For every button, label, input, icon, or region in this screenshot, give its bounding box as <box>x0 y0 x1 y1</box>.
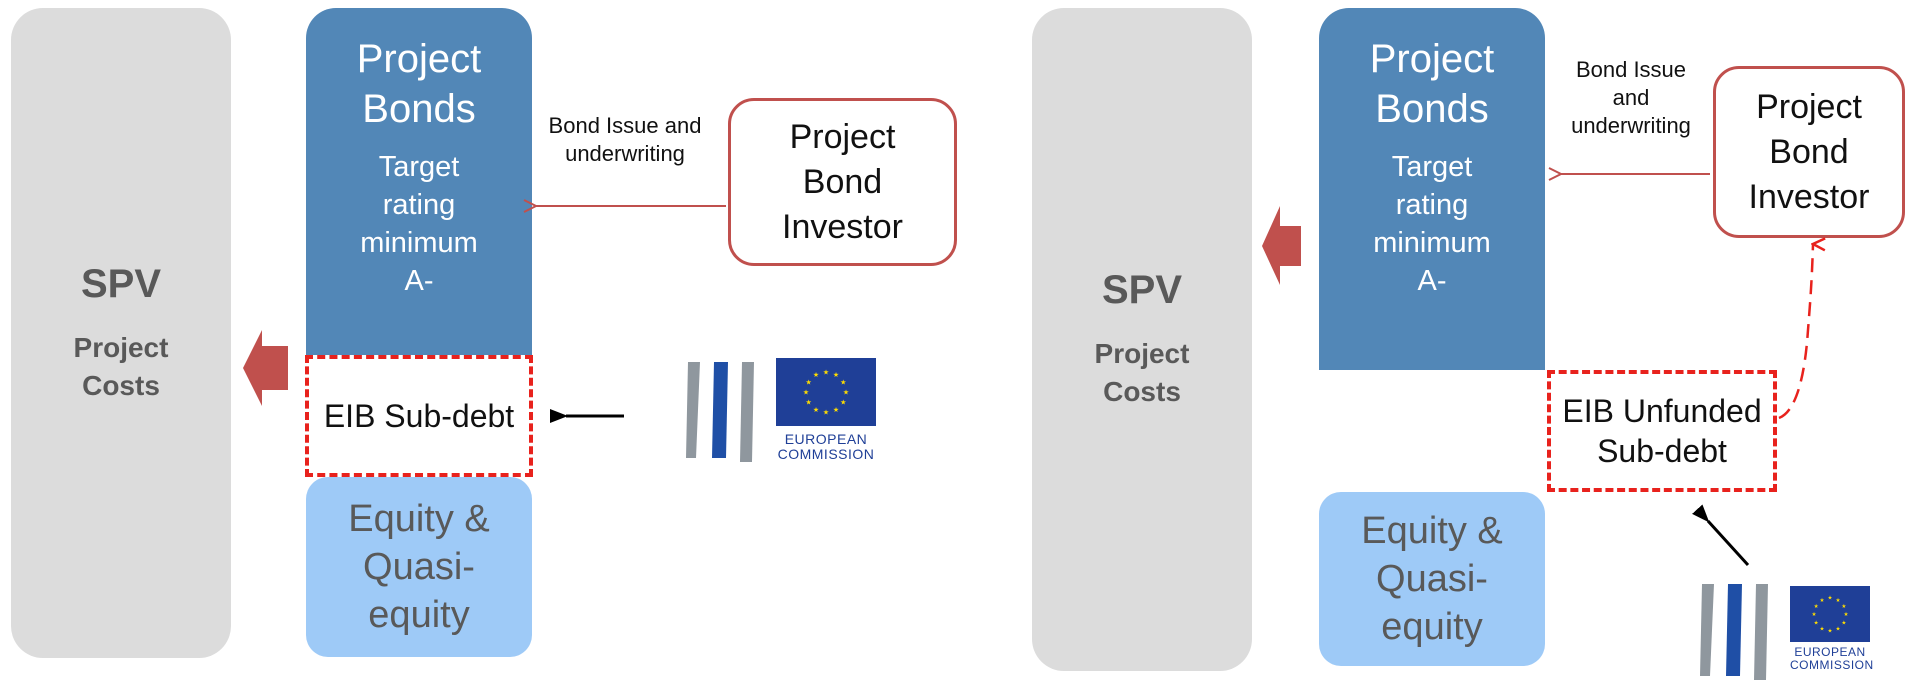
eu-star-icon: ★ <box>823 409 829 417</box>
eib-logo-icon <box>684 358 760 464</box>
project-bonds-title: Project Bonds <box>356 37 482 131</box>
eib-sub-debt-box-left: EIB Sub-debt <box>305 355 533 477</box>
bond-issue-label-right: Bond Issue and underwriting <box>1571 57 1691 138</box>
project-bonds-title: Project Bonds <box>1369 37 1495 131</box>
project-bonds-rating: Target rating minimum A- <box>1373 151 1491 297</box>
investor-label: Project Bond Investor <box>782 117 903 246</box>
eu-star-icon: ★ <box>1835 625 1840 632</box>
eu-star-icon: ★ <box>1841 603 1846 610</box>
unfunded-guarantee-arrow-right <box>1778 244 1813 420</box>
eu-star-icon: ★ <box>840 379 846 387</box>
project-bonds-box-right: Project Bonds Target rating minimum A- <box>1319 8 1545 370</box>
project-bond-investor-box-left: Project Bond Investor <box>728 98 957 266</box>
eib-unfunded-sub-debt-box-right: EIB Unfunded Sub-debt <box>1547 370 1777 492</box>
eu-star-icon: ★ <box>806 399 812 407</box>
eu-star-icon: ★ <box>803 389 809 397</box>
funding-arrow-right <box>1692 504 1750 567</box>
eu-star-icon: ★ <box>1835 597 1840 604</box>
eu-star-icon: ★ <box>843 389 849 397</box>
equity-box-left: Equity & Quasi- equity <box>306 477 532 657</box>
eu-star-icon: ★ <box>1811 611 1816 618</box>
eu-star-icon: ★ <box>813 406 819 414</box>
project-bond-investor-box-right: Project Bond Investor <box>1713 66 1905 238</box>
eu-star-icon: ★ <box>833 371 839 379</box>
eib-logo-icon <box>1698 580 1774 680</box>
eu-star-icon: ★ <box>1814 619 1819 626</box>
spv-box-right: SPV Project Costs <box>1032 8 1252 671</box>
european-commission-logo-left: ★★★★★★★★★★★★ EUROPEAN COMMISSION <box>776 358 876 464</box>
eu-star-icon: ★ <box>823 369 829 377</box>
eu-star-icon: ★ <box>1841 619 1846 626</box>
eib-sub-debt-label: EIB Sub-debt <box>323 398 515 434</box>
eu-star-icon: ★ <box>1827 627 1832 634</box>
investor-label: Project Bond Investor <box>1748 87 1870 216</box>
eu-flag-icon: ★★★★★★★★★★★★ <box>1790 586 1870 642</box>
equity-label: Equity & Quasi- equity <box>1361 510 1503 648</box>
equity-box-right: Equity & Quasi- equity <box>1319 492 1545 666</box>
european-commission-text: EUROPEAN COMMISSION <box>1790 645 1874 672</box>
european-commission-text: EUROPEAN COMMISSION <box>777 431 875 462</box>
spv-subtitle: Project Costs <box>73 331 169 401</box>
eu-star-icon: ★ <box>1843 611 1848 618</box>
european-commission-logo-right: ★★★★★★★★★★★★ EUROPEAN COMMISSION <box>1790 586 1874 680</box>
bond-issue-label-left: Bond Issue and underwriting <box>548 113 702 166</box>
spv-title: SPV <box>80 261 162 306</box>
eu-star-icon: ★ <box>833 406 839 414</box>
equity-label: Equity & Quasi- equity <box>348 498 490 636</box>
eu-star-icon: ★ <box>806 379 812 387</box>
block-arrow-left-icon <box>243 330 288 406</box>
eu-star-icon: ★ <box>1819 597 1824 604</box>
spv-box-left: SPV Project Costs <box>11 8 231 658</box>
eu-star-icon: ★ <box>1819 625 1824 632</box>
spv-title: SPV <box>1101 268 1183 312</box>
spv-subtitle: Project Costs <box>1094 338 1190 407</box>
project-bonds-rating: Target rating minimum A- <box>360 151 478 297</box>
eu-star-icon: ★ <box>1814 603 1819 610</box>
eu-star-icon: ★ <box>1827 595 1832 602</box>
block-arrow-left-icon <box>1262 206 1301 285</box>
eu-flag-icon: ★★★★★★★★★★★★ <box>776 358 876 426</box>
eu-star-icon: ★ <box>840 399 846 407</box>
project-bonds-box-left: Project Bonds Target rating minimum A- <box>306 8 532 388</box>
eu-star-icon: ★ <box>813 371 819 379</box>
eib-unfunded-sub-debt-label: EIB Unfunded Sub-debt <box>1562 393 1762 469</box>
